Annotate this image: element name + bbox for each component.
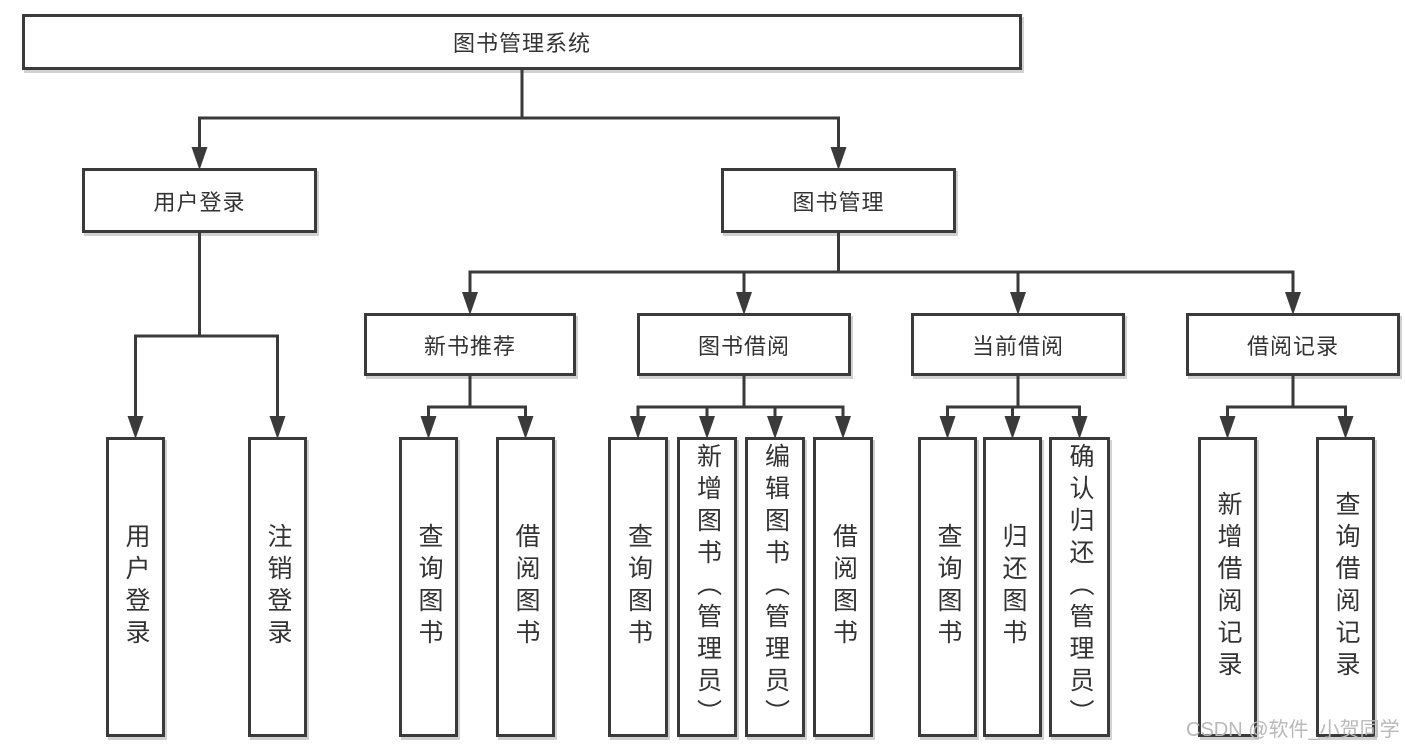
node-return-book: 归还图书: [983, 437, 1042, 737]
node-borrow-records: 借阅记录: [1186, 313, 1400, 376]
arrowhead-to-add-book-admin: [699, 416, 715, 439]
arrowhead-to-return-book: [1004, 416, 1021, 439]
csdn-watermark: CSDN @软件_小贺同学: [1186, 719, 1400, 741]
arrowhead-to-book-mgmt: [830, 147, 847, 170]
node-label-book-borrow: 图书借阅: [697, 333, 790, 359]
node-label-logout-action: 注销登录: [264, 523, 292, 651]
node-confirm-return-admin: 确认归还（管理员）: [1049, 437, 1110, 737]
arrowhead-to-borrow-books-new: [517, 416, 534, 439]
edges-from-user-login: [127, 231, 286, 439]
node-logout-action: 注销登录: [248, 437, 307, 737]
node-add-borrow-record: 新增借阅记录: [1198, 437, 1257, 737]
node-current-borrow: 当前借阅: [911, 313, 1125, 376]
arrowhead-to-logout-action: [269, 416, 286, 439]
arrowhead-to-query-borrow-record: [1337, 416, 1354, 439]
edges-from-root: [191, 68, 847, 170]
node-query-books-borrow: 查询图书: [608, 437, 668, 737]
node-label-book-mgmt: 图书管理: [792, 189, 885, 215]
node-label-new-book-rec: 新书推荐: [423, 333, 516, 359]
arrowhead-to-user-login-action: [127, 416, 144, 439]
node-label-borrow-records: 借阅记录: [1246, 333, 1339, 359]
node-add-book-admin: 新增图书（管理员）: [677, 437, 737, 737]
arrowhead-to-query-books-current: [939, 416, 956, 439]
arrowhead-to-edit-book-admin: [767, 416, 783, 439]
node-book-borrow: 图书借阅: [637, 313, 851, 376]
node-label-return-book: 归还图书: [999, 523, 1027, 651]
node-label-query-books-new: 查询图书: [415, 523, 443, 651]
node-borrow-books-2: 借阅图书: [813, 437, 873, 737]
node-new-book-rec: 新书推荐: [364, 313, 576, 376]
edges-from-book-mgmt: [462, 231, 1301, 315]
edges-from-new-book-rec: [420, 374, 534, 439]
edges-from-current-borrow: [939, 374, 1088, 439]
edges-from-borrow-records: [1219, 374, 1354, 439]
node-label-query-books-current: 查询图书: [934, 523, 962, 651]
node-edit-book-admin: 编辑图书（管理员）: [745, 437, 805, 737]
arrowhead-to-query-books-borrow: [630, 416, 646, 439]
edges-from-book-borrow: [630, 374, 851, 439]
node-query-books-new: 查询图书: [399, 437, 458, 737]
node-borrow-books-new: 借阅图书: [496, 437, 555, 737]
node-label-add-borrow-record: 新增借阅记录: [1214, 491, 1242, 683]
arrowhead-to-confirm-return-admin: [1071, 416, 1088, 439]
arrowhead-to-add-borrow-record: [1219, 416, 1236, 439]
arrowhead-to-user-login: [191, 147, 208, 170]
node-user-login: 用户登录: [82, 168, 317, 233]
arrowhead-to-current-borrow: [1010, 292, 1026, 315]
node-label-current-borrow: 当前借阅: [971, 333, 1064, 359]
node-label-edit-book-admin: 编辑图书（管理员）: [761, 443, 790, 731]
node-label-root: 图书管理系统: [452, 31, 591, 56]
node-label-borrow-books-2: 借阅图书: [829, 523, 858, 651]
node-query-borrow-record: 查询借阅记录: [1316, 437, 1375, 737]
node-label-user-login-action: 用户登录: [122, 523, 150, 651]
node-label-query-borrow-record: 查询借阅记录: [1332, 491, 1360, 683]
node-user-login-action: 用户登录: [106, 437, 165, 737]
arrowhead-to-borrow-records: [1285, 292, 1301, 315]
node-label-add-book-admin: 新增图书（管理员）: [693, 443, 722, 731]
node-label-borrow-books-new: 借阅图书: [512, 523, 540, 651]
arrowhead-to-book-borrow: [736, 292, 752, 315]
node-book-mgmt: 图书管理: [721, 168, 956, 233]
arrowhead-to-new-book-rec: [462, 292, 478, 315]
node-label-confirm-return-admin: 确认归还（管理员）: [1066, 443, 1094, 731]
arrowhead-to-query-books-new: [420, 416, 437, 439]
node-root: 图书管理系统: [22, 14, 1022, 70]
node-label-user-login: 用户登录: [153, 189, 246, 215]
arrowhead-to-borrow-books-2: [835, 416, 851, 439]
node-query-books-current: 查询图书: [918, 437, 977, 737]
node-label-query-books-borrow: 查询图书: [624, 523, 653, 651]
